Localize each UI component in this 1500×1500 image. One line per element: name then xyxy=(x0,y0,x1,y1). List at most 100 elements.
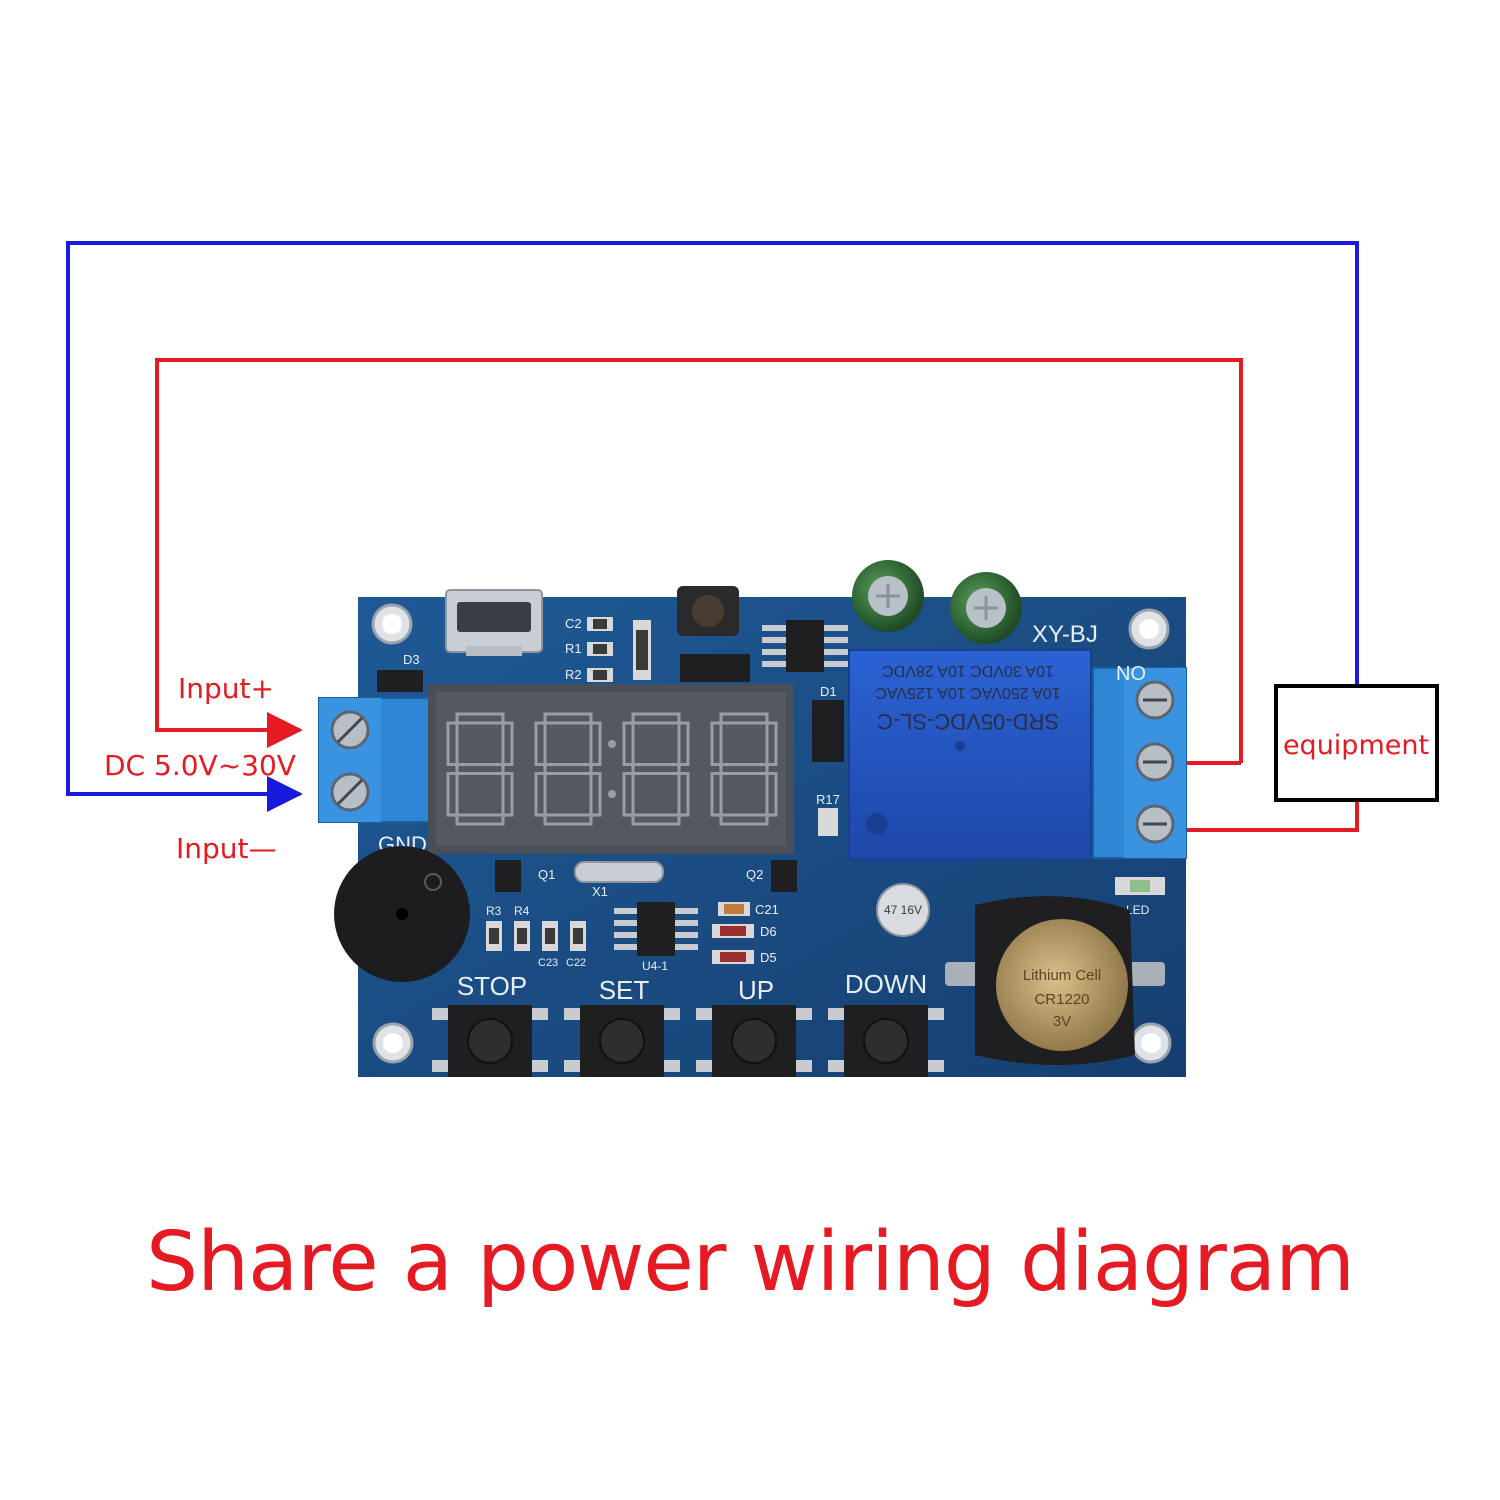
up-button[interactable] xyxy=(696,1005,812,1077)
display-segment xyxy=(589,721,602,766)
silk-r2: R2 xyxy=(565,667,582,682)
display-segment xyxy=(534,772,547,817)
equipment-label: equipment xyxy=(1283,730,1429,761)
capacitor-large-left xyxy=(852,560,924,632)
relay-timer-module: C2 R1 R2 D3 GND 8888 D1 R17 xyxy=(318,560,1187,1077)
display-segment xyxy=(719,763,769,775)
stop-button[interactable] xyxy=(432,1005,548,1077)
silk-r1: R1 xyxy=(565,641,582,656)
transistor-q1 xyxy=(495,860,521,892)
display-segment xyxy=(455,763,505,775)
silk-r4: R4 xyxy=(514,904,530,918)
dc-range-label: DC 5.0V~30V xyxy=(104,749,296,782)
display-segment xyxy=(455,813,505,826)
silk-c2: C2 xyxy=(565,616,582,631)
input-plus-label: Input+ xyxy=(178,672,274,705)
led-lens xyxy=(1130,880,1150,892)
silk-d6: D6 xyxy=(760,924,777,939)
seven-segment-display: 8888 xyxy=(428,684,794,854)
relay-model: SRD-05VDC-SL-C xyxy=(877,709,1059,734)
relay: SRD-05VDC-SL-C 10A 250VAC 10A 125VAC 10A… xyxy=(848,649,1092,861)
display-segment xyxy=(631,813,681,826)
transistor-q2 xyxy=(771,860,797,892)
display-segment xyxy=(631,763,681,775)
down-button[interactable] xyxy=(828,1005,944,1077)
silk-x1: X1 xyxy=(592,884,608,899)
silk-r17: R17 xyxy=(816,792,840,807)
smd-parts-lower-left xyxy=(486,921,586,951)
silk-d5: D5 xyxy=(760,950,777,965)
equipment-box: equipment xyxy=(1274,684,1439,802)
display-segment xyxy=(631,712,681,725)
red-wire-relay-connections xyxy=(1185,761,1359,832)
set-button[interactable] xyxy=(564,1005,680,1077)
silk-r3: R3 xyxy=(486,904,502,918)
resistor-r17 xyxy=(818,808,838,836)
relay-rating-2: 10A 30VDC 10A 28VDC xyxy=(882,662,1054,679)
blue-wire xyxy=(66,241,1359,812)
display-segment xyxy=(455,712,505,725)
display-segment xyxy=(719,813,769,826)
relay-terminal-block xyxy=(1092,667,1187,859)
relay-rating-1: 10A 250VAC 10A 125VAC xyxy=(875,684,1060,701)
ic-top-right xyxy=(786,620,824,672)
down-button-label: DOWN xyxy=(845,969,927,999)
smd-parts-top xyxy=(587,617,651,682)
display-segment xyxy=(543,763,593,775)
silk-q2: Q2 xyxy=(746,867,763,882)
display-digits xyxy=(446,712,778,826)
display-segment xyxy=(446,721,459,766)
diagram-caption: Share a power wiring diagram xyxy=(146,1215,1355,1310)
display-digit xyxy=(446,712,514,826)
display-segment xyxy=(501,772,514,817)
capacitor-large-right xyxy=(950,572,1022,644)
input-minus-label: Input— xyxy=(176,832,277,865)
buttons-row: STOP SET UP DOWN xyxy=(432,969,944,1077)
crystal-x1 xyxy=(574,861,664,883)
display-colon xyxy=(608,790,616,798)
display-segment xyxy=(534,721,547,766)
input-terminal-block xyxy=(318,697,432,823)
ic-pins-top xyxy=(762,625,848,667)
diode-d1 xyxy=(812,700,844,762)
display-segment xyxy=(543,813,593,826)
silk-no: NO xyxy=(1116,663,1146,685)
micro-usb-port xyxy=(445,589,543,656)
silk-q1: Q1 xyxy=(538,867,555,882)
silk-c22: C22 xyxy=(566,957,586,969)
display-segment xyxy=(622,721,635,766)
display-segment xyxy=(765,721,778,766)
capacitor-label: 47 16V xyxy=(884,903,922,917)
display-digit xyxy=(534,712,602,826)
battery-line-1: Lithium Cell xyxy=(1023,967,1101,984)
ic-u4 xyxy=(614,902,698,956)
inductor xyxy=(677,586,739,636)
display-segment xyxy=(446,772,459,817)
silk-c21: C21 xyxy=(755,902,779,917)
display-segment xyxy=(719,712,769,725)
diode-d3 xyxy=(377,670,423,692)
stop-button-label: STOP xyxy=(457,971,527,1001)
silk-led: LED xyxy=(1126,903,1150,917)
coin-cell xyxy=(996,919,1128,1051)
display-segment xyxy=(677,772,690,817)
battery-line-3: 3V xyxy=(1053,1013,1071,1030)
display-colon xyxy=(608,740,616,748)
battery-line-2: CR1220 xyxy=(1034,991,1089,1008)
display-segment xyxy=(622,772,635,817)
buzzer xyxy=(334,846,470,982)
transistor-top xyxy=(680,654,750,682)
silk-d1: D1 xyxy=(820,684,837,699)
set-button-label: SET xyxy=(599,975,650,1005)
up-button-label: UP xyxy=(738,975,774,1005)
display-digit xyxy=(710,712,778,826)
battery-holder: Lithium Cell CR1220 3V xyxy=(945,896,1165,1065)
display-segment xyxy=(710,772,723,817)
display-segment xyxy=(765,772,778,817)
silk-c23: C23 xyxy=(538,957,558,969)
display-segment xyxy=(543,712,593,725)
silk-d3: D3 xyxy=(403,652,420,667)
mounting-holes xyxy=(371,603,1172,1064)
model-label: XY-BJ xyxy=(1032,621,1098,648)
display-segment xyxy=(501,721,514,766)
